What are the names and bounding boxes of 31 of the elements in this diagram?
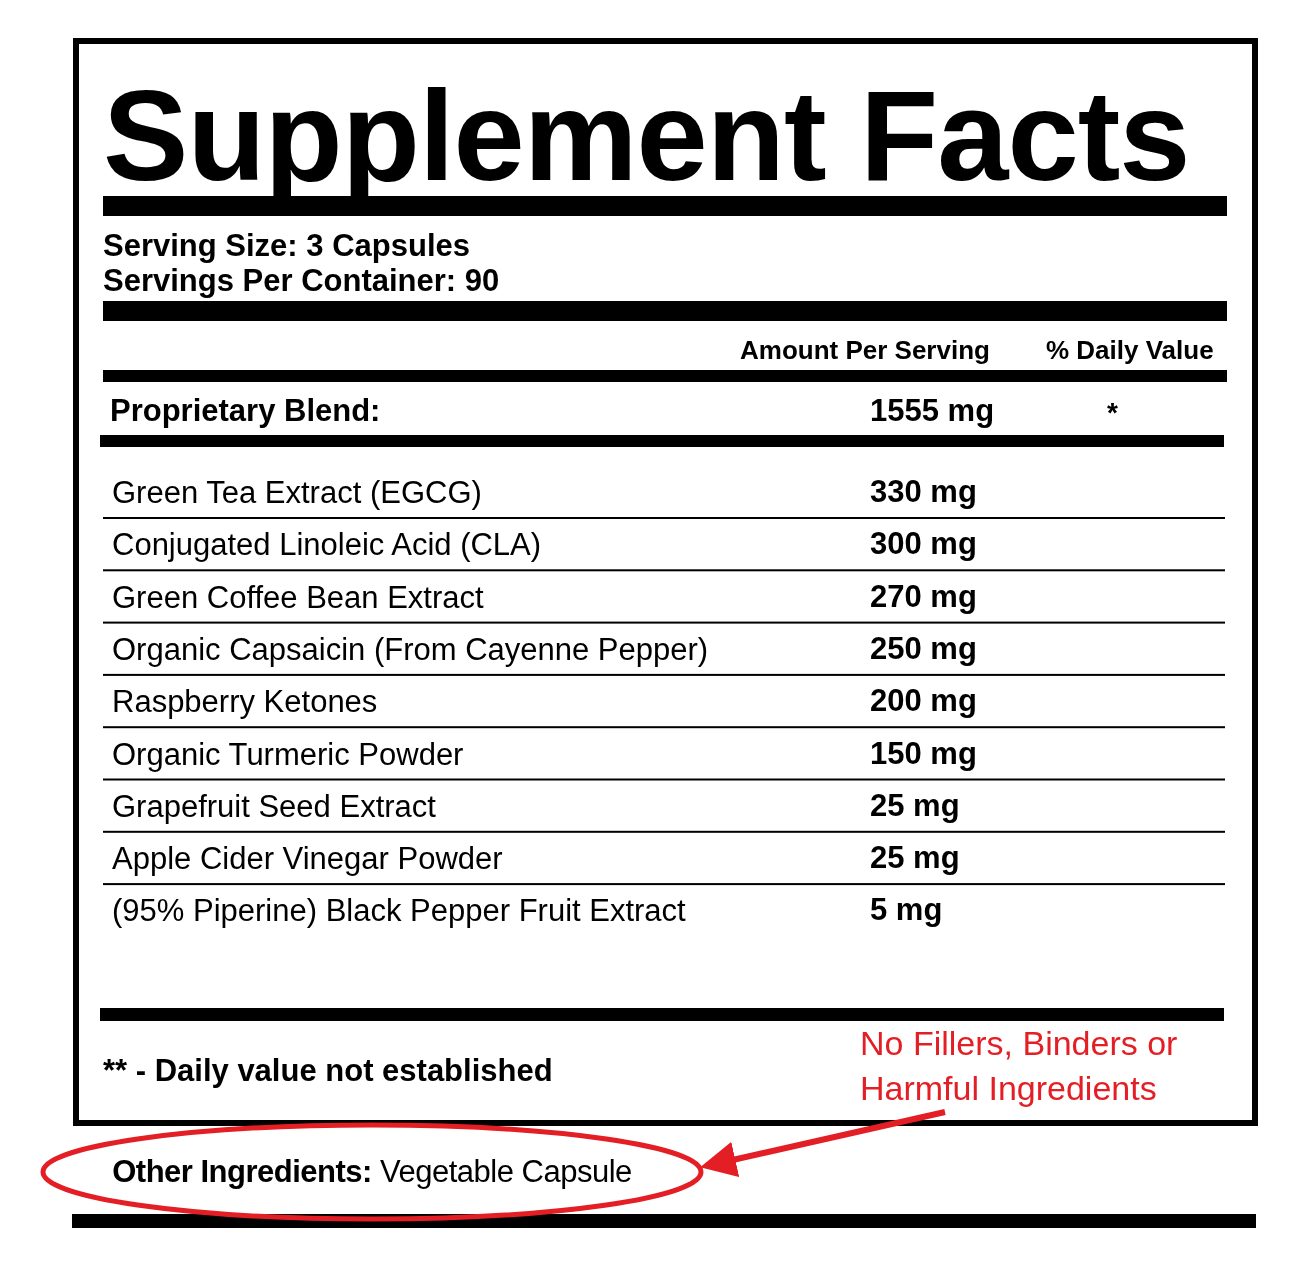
title: Supplement Facts bbox=[103, 63, 1190, 209]
ingredient-amount: 250 mg bbox=[870, 630, 977, 667]
footnote-mark: * bbox=[1107, 397, 1118, 430]
blend-name: Proprietary Blend: bbox=[110, 393, 381, 429]
arrow bbox=[700, 1109, 946, 1177]
ingredient-amount: 300 mg bbox=[870, 526, 977, 562]
ingredient-amount: 200 mg bbox=[870, 683, 977, 719]
ingredient-name: Apple Cider Vinegar Powder bbox=[112, 840, 503, 878]
ingredient-name: Organic Capsaicin (From Cayenne Pepper) bbox=[112, 630, 709, 669]
ingredients-text: Other Ingredients: Vegetable Capsule bbox=[112, 1154, 632, 1190]
column-header: Amount Per Serving bbox=[740, 336, 990, 366]
ingredient-name: Organic Turmeric Powder bbox=[112, 735, 464, 773]
ingredient-amount: 330 mg bbox=[870, 474, 977, 510]
callout-text: No Fillers, Binders or Harmful Ingredients bbox=[860, 1023, 1179, 1109]
ingredient-name: Grapefruit Seed Extract bbox=[112, 787, 436, 825]
ingredient-amount: 270 mg bbox=[870, 578, 977, 615]
ingredient-name: Green Coffee Bean Extract bbox=[112, 578, 484, 616]
ingredient-name: Raspberry Ketones bbox=[112, 683, 378, 721]
ingredient-amount: 25 mg bbox=[870, 840, 960, 876]
ingredient-amount: 25 mg bbox=[870, 787, 960, 824]
ingredient-amount: 150 mg bbox=[870, 735, 977, 772]
footnote-text: ** - Daily value not established bbox=[103, 1053, 553, 1089]
ingredient-name: Green Tea Extract (EGCG) bbox=[112, 474, 482, 512]
ingredient-name: (95% Piperine) Black Pepper Fruit Extract bbox=[112, 892, 687, 930]
blend-amount: 1555 mg bbox=[870, 393, 995, 429]
serving-size-text: Serving Size: 3 Capsules bbox=[103, 228, 470, 264]
ellipse-callout bbox=[40, 1122, 704, 1222]
column-header: % Daily Value bbox=[1046, 336, 1214, 366]
ingredient-amount: 5 mg bbox=[870, 892, 943, 929]
ingredient-name: Conjugated Linoleic Acid (CLA) bbox=[112, 526, 542, 564]
servings-per-container-text: Servings Per Container: 90 bbox=[103, 263, 500, 299]
